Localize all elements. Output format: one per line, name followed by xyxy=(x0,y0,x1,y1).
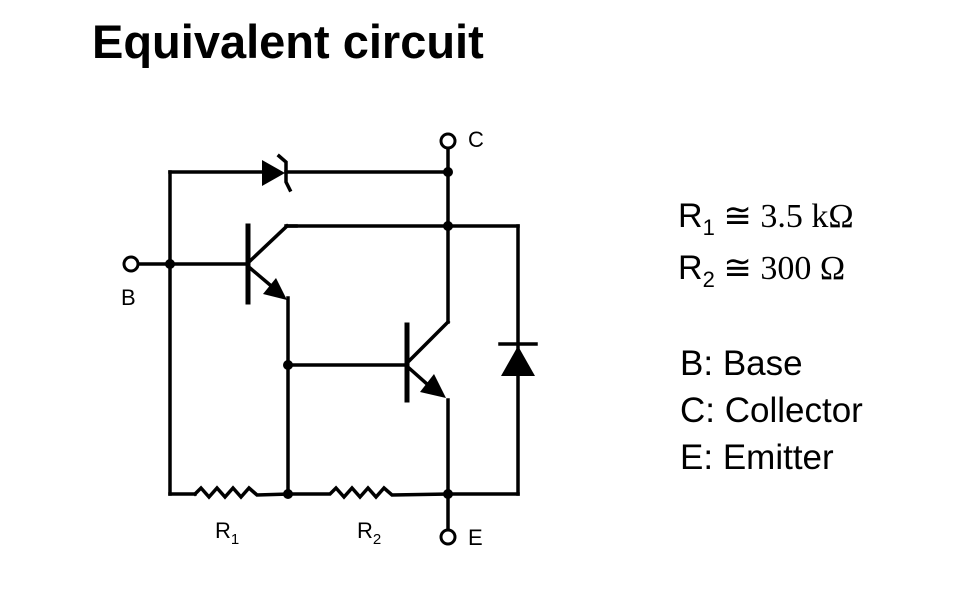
approx-sign: ≅ xyxy=(723,198,752,235)
legend-key: E: xyxy=(680,438,714,477)
junction-dot xyxy=(443,221,453,231)
terminal-legend: B: Base C: Collector E: Emitter xyxy=(680,340,863,481)
r2-label: R2 xyxy=(357,518,381,548)
junction-dot xyxy=(283,489,293,499)
r1-label: R1 xyxy=(215,518,239,548)
r1-index: 1 xyxy=(702,215,715,240)
legend-emitter: E: Emitter xyxy=(680,434,863,481)
base-terminal xyxy=(122,255,140,273)
output-collector-lead xyxy=(406,319,451,364)
emitter-terminal xyxy=(439,528,457,546)
legend-collector: C: Collector xyxy=(680,387,863,434)
legend-base: B: Base xyxy=(680,340,863,387)
driver-collector-lead xyxy=(247,223,290,264)
resistor-r1 xyxy=(192,485,290,500)
collector-label: C xyxy=(468,127,484,152)
legend-label: Collector xyxy=(724,391,863,430)
diode-triangle xyxy=(501,346,535,376)
zener-diode-triangle xyxy=(262,160,285,186)
r1-value-row: R1 ≅ 3.5 kΩ xyxy=(678,196,854,248)
r2-value: 300 Ω xyxy=(760,250,846,287)
legend-label: Base xyxy=(722,344,803,383)
output-emitter-arrow xyxy=(420,374,446,398)
page-title: Equivalent circuit xyxy=(92,15,484,68)
legend-key: C: xyxy=(680,391,715,430)
junction-dot xyxy=(165,259,175,269)
legend-key: B: xyxy=(680,344,714,383)
junction-dot xyxy=(443,489,453,499)
junction-dot xyxy=(443,167,453,177)
collector-terminal xyxy=(439,132,457,150)
base-label: B xyxy=(121,285,136,310)
legend-label: Emitter xyxy=(722,438,834,477)
r2-symbol: R xyxy=(678,249,703,287)
r1-symbol: R xyxy=(678,197,703,235)
resistor-values: R1 ≅ 3.5 kΩ R2 ≅ 300 Ω xyxy=(678,196,854,300)
junction-dot xyxy=(283,360,293,370)
resistor-r2 xyxy=(286,485,450,500)
r2-value-row: R2 ≅ 300 Ω xyxy=(678,248,854,300)
r1-value: 3.5 kΩ xyxy=(760,198,854,235)
zener-cathode-bar xyxy=(276,153,293,193)
r2-index: 2 xyxy=(702,267,715,292)
driver-emitter-arrow xyxy=(263,278,287,300)
emitter-label: E xyxy=(468,525,483,550)
approx-sign: ≅ xyxy=(723,250,752,287)
